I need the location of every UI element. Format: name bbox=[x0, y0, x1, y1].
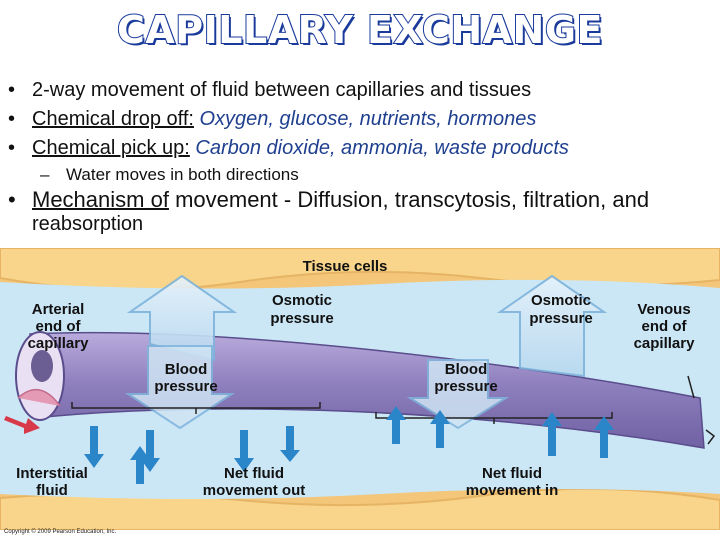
label-venous-2: end of bbox=[642, 318, 688, 335]
bullet-text: 2-way movement of fluid between capillar… bbox=[32, 79, 531, 101]
label-blood-left-1: Blood bbox=[165, 361, 208, 378]
label-interstitial-2: fluid bbox=[36, 482, 68, 499]
label-net-fluid-out-2: movement out bbox=[203, 482, 306, 499]
bullet-dot: • bbox=[8, 76, 15, 105]
label-arterial-3: capillary bbox=[28, 335, 90, 352]
label-interstitial-1: Interstitial bbox=[16, 465, 88, 482]
sub-bullet-dash: – bbox=[40, 163, 49, 187]
bullet-dot: • bbox=[8, 134, 15, 163]
slide-title: CAPILLARY EXCHANGE bbox=[0, 8, 720, 52]
bullet-list: • 2-way movement of fluid between capill… bbox=[8, 76, 720, 235]
label-venous-3: capillary bbox=[634, 335, 696, 352]
sub-bullet-text: Water moves in both directions bbox=[66, 165, 299, 184]
pick-up-label: Chemical pick up: bbox=[32, 137, 190, 159]
label-osmotic-right-2: pressure bbox=[529, 310, 592, 327]
label-arterial-1: Arterial bbox=[32, 301, 85, 318]
label-arterial-2: end of bbox=[36, 318, 82, 335]
blood-cell bbox=[31, 350, 53, 382]
copyright-notice: Copyright © 2009 Pearson Education, Inc. bbox=[4, 529, 116, 535]
label-osmotic-left-2: pressure bbox=[270, 310, 333, 327]
label-net-fluid-in-2: movement in bbox=[466, 482, 559, 499]
mechanism-wrap: reabsorption bbox=[8, 213, 720, 235]
bullet-dot: • bbox=[8, 105, 15, 134]
pick-up-text: Carbon dioxide, ammonia, waste products bbox=[195, 137, 569, 159]
bullet-mechanism: • Mechanism of movement - Diffusion, tra… bbox=[8, 187, 720, 213]
bullet-drop-off: • Chemical drop off: Oxygen, glucose, nu… bbox=[8, 105, 720, 134]
label-tissue-cells: Tissue cells bbox=[303, 258, 388, 275]
drop-off-text: Oxygen, glucose, nutrients, hormones bbox=[200, 108, 537, 130]
drop-off-label: Chemical drop off: bbox=[32, 108, 194, 130]
bullet-two-way: • 2-way movement of fluid between capill… bbox=[8, 76, 720, 105]
label-net-fluid-out-1: Net fluid bbox=[224, 465, 284, 482]
label-blood-right-1: Blood bbox=[445, 361, 488, 378]
capillary-exchange-diagram: Tissue cells Arterial end of capillary O… bbox=[0, 248, 720, 530]
bullet-dot: • bbox=[8, 187, 16, 213]
label-osmotic-left-1: Osmotic bbox=[272, 292, 332, 309]
label-osmotic-right-1: Osmotic bbox=[531, 292, 591, 309]
mechanism-text: movement - Diffusion, transcytosis, filt… bbox=[175, 187, 649, 212]
bullet-pick-up: • Chemical pick up: Carbon dioxide, ammo… bbox=[8, 134, 720, 163]
label-net-fluid-in-1: Net fluid bbox=[482, 465, 542, 482]
label-blood-left-2: pressure bbox=[154, 378, 217, 395]
label-venous-1: Venous bbox=[637, 301, 690, 318]
mechanism-label: Mechanism of bbox=[32, 187, 169, 212]
label-blood-right-2: pressure bbox=[434, 378, 497, 395]
sub-bullet-water: – Water moves in both directions bbox=[8, 163, 720, 187]
